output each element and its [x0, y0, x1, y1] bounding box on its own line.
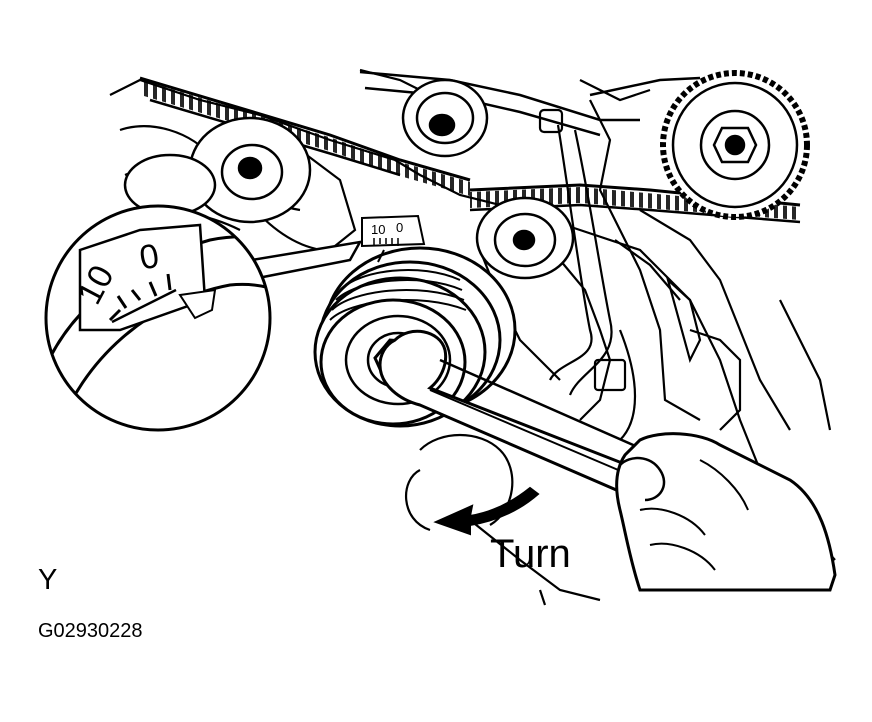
- wiring-harness: [538, 108, 702, 441]
- pulley-scale-mark-10: 10: [371, 222, 385, 237]
- engine-block-outline: [109, 68, 836, 606]
- figure-code: G02930228: [38, 620, 143, 642]
- hand-icon: [615, 432, 837, 592]
- magnified-timing-mark-inset: 10 0: [44, 204, 363, 432]
- camshaft-sprocket: [660, 70, 810, 220]
- pulley-timing-scale: 10 0: [361, 214, 426, 263]
- idler-pulley-middle: [475, 196, 575, 280]
- turn-label: Turn: [490, 532, 571, 576]
- idler-pulley-upper: [401, 78, 489, 158]
- view-letter: Y: [38, 564, 58, 596]
- pulley-scale-mark-0: 0: [396, 220, 403, 235]
- rotation-arrow-icon: [433, 486, 540, 536]
- left-idler-pulley: [123, 116, 312, 224]
